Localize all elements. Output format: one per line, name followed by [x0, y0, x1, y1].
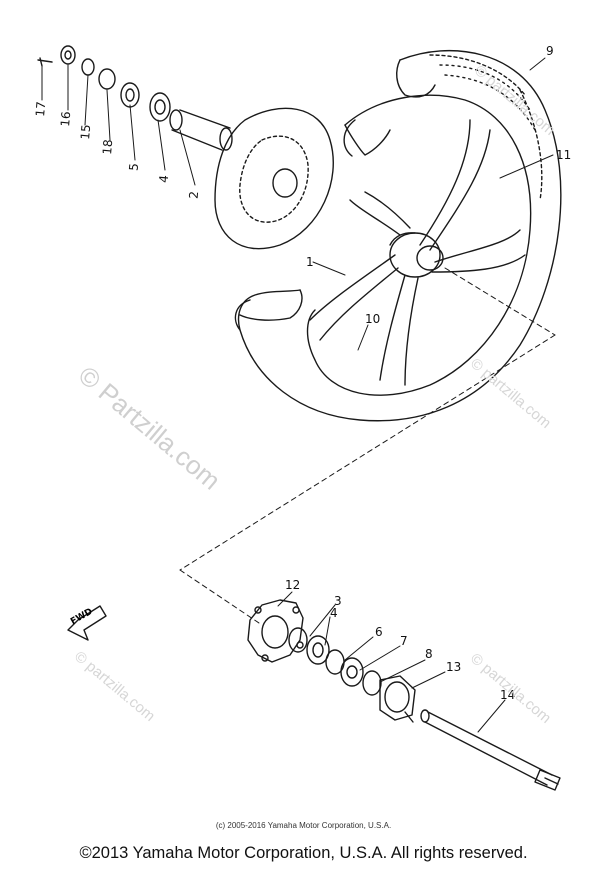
callout-12: 12: [285, 578, 301, 592]
hub-flange: [247, 599, 304, 663]
callout-15: 15: [78, 123, 94, 141]
callout-5: 5: [126, 162, 142, 172]
tire: [234, 49, 562, 422]
callout-3: 3: [334, 594, 342, 608]
callout-16: 16: [58, 110, 74, 128]
assembly-guides: [179, 267, 556, 626]
collar: [379, 675, 416, 723]
lower-bearing-stack: [288, 627, 382, 696]
callout-10: 10: [365, 312, 381, 326]
callout-7: 7: [400, 634, 408, 648]
callout-9: 9: [546, 44, 554, 58]
fwd-arrow-icon: [67, 605, 107, 641]
hub: [389, 232, 444, 278]
callout-18: 18: [100, 138, 116, 156]
small-copyright: (c) 2005-2016 Yamaha Motor Corporation, …: [215, 821, 392, 830]
callout-6: 6: [375, 625, 383, 639]
axle: [420, 709, 561, 791]
callout-14: 14: [500, 688, 516, 702]
brake-disc: [214, 107, 334, 250]
callout-4b: 4: [330, 606, 338, 620]
callout-11: 11: [556, 148, 572, 162]
callout-1: 1: [306, 255, 314, 269]
axle-spacer: [169, 109, 233, 151]
wheel-spokes: [309, 119, 526, 386]
callout-13: 13: [446, 660, 462, 674]
footer-copyright: ©2013 Yamaha Motor Corporation, U.S.A. A…: [79, 844, 528, 862]
callout-8: 8: [425, 647, 433, 661]
callout-4: 4: [156, 174, 172, 184]
lower-leader-lines: [277, 591, 506, 733]
callout-17: 17: [33, 100, 49, 118]
leader-lines: [41, 57, 554, 351]
callout-2: 2: [186, 190, 202, 200]
upper-bearing-stack: [37, 45, 171, 122]
